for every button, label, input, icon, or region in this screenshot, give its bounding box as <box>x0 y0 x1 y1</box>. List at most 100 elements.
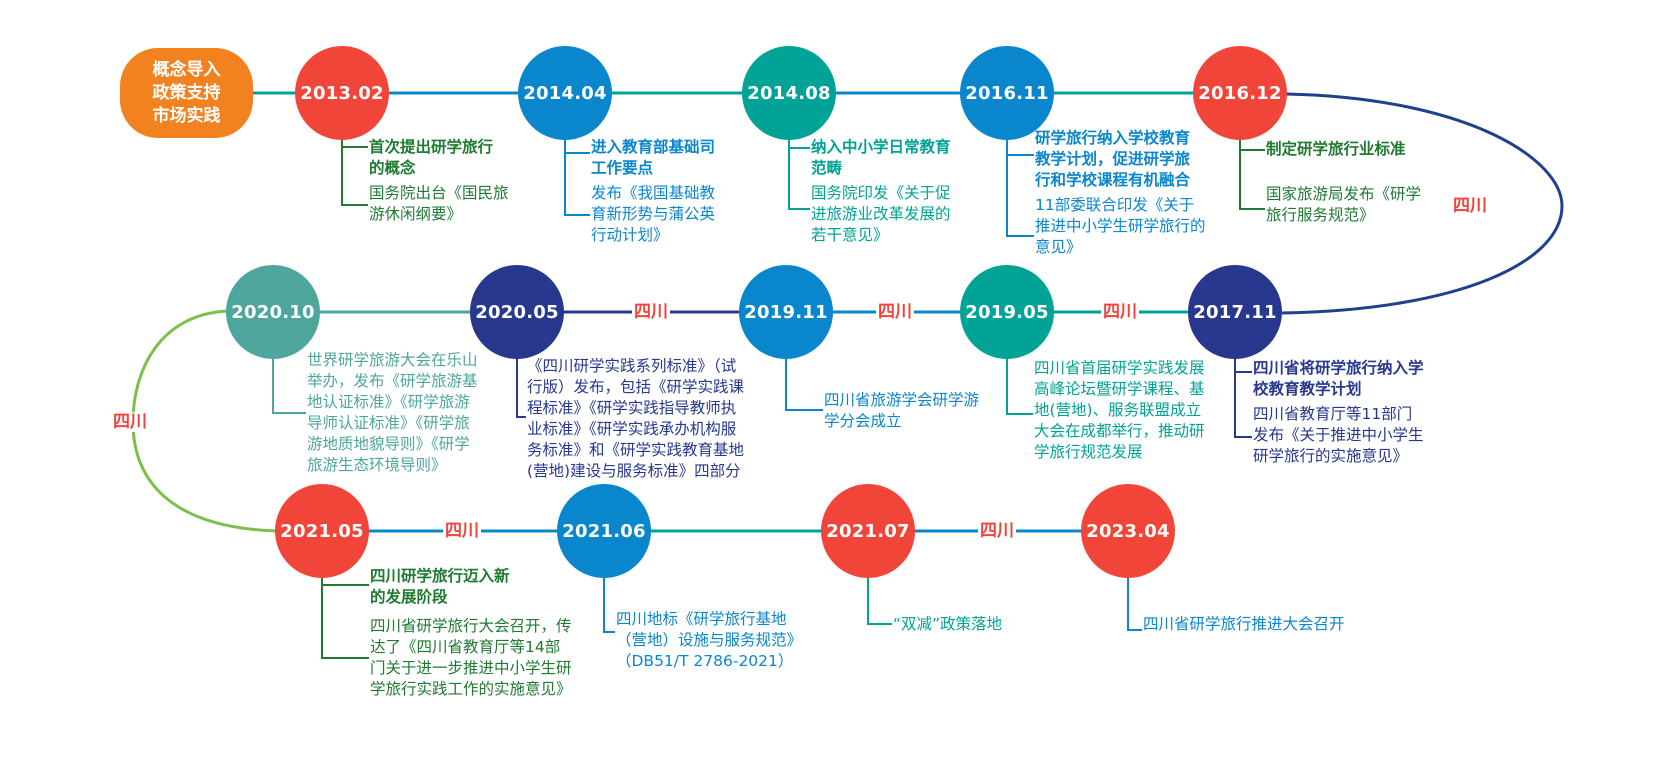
event-date-node: 2016.12 <box>1193 46 1287 140</box>
sichuan-label: 四川 <box>978 521 1016 541</box>
event-description: 游休闲纲要》 <box>369 205 463 223</box>
event-connector <box>1127 574 1129 630</box>
event-description: 四川地标《研学旅行基地 <box>616 610 787 628</box>
event-connector-tick <box>788 208 810 210</box>
event-date-node: 2016.11 <box>960 46 1054 140</box>
event-connector <box>1239 136 1241 209</box>
event-description: 11部委联合印发《关于 <box>1035 196 1195 214</box>
event-description: 国务院出台《国民旅 <box>369 184 509 202</box>
event-description: 程标准》《研学实践指导教师执 <box>527 399 737 417</box>
event-title: 范畴 <box>811 159 843 177</box>
event-connector-tick <box>341 146 368 148</box>
event-note: 四川地标《研学旅行基地 （营地）设施与服务规范》 （DB51/T 2786-2021… <box>616 609 802 672</box>
event-connector-tick <box>321 657 369 659</box>
event-description: 学旅行规范发展 <box>1034 443 1143 461</box>
event-date: 2016.12 <box>1198 82 1282 104</box>
event-connector <box>1006 136 1008 236</box>
event-note: 进入教育部基础司工作要点发布《我国基础教育新形势与蒲公英行动计划》 <box>591 137 715 246</box>
event-description: （营地）设施与服务规范》 <box>616 631 803 649</box>
event-connector-tick <box>1239 208 1265 210</box>
event-note: 四川省将研学旅行纳入学校教育教学计划四川省教育厅等11部门发布《关于推进中小学生… <box>1253 358 1424 467</box>
event-description: 地(营地)、服务联盟成立 <box>1034 401 1202 419</box>
sichuan-label: 四川 <box>1451 196 1489 216</box>
event-title: 制定研学旅行业标准 <box>1266 140 1406 158</box>
event-connector-tick <box>785 409 823 411</box>
event-date: 2021.06 <box>562 520 646 542</box>
event-description: 国家旅游局发布《研学 <box>1266 185 1422 203</box>
connector-arc-right <box>1281 92 1564 315</box>
event-date-node: 2019.05 <box>960 265 1054 359</box>
event-date-node: 2021.05 <box>275 484 369 578</box>
event-connector-tick <box>1234 371 1252 373</box>
event-description: 行动计划》 <box>591 226 669 244</box>
event-note: 世界研学旅游大会在乐山举办，发布《研学旅游基地认证标准》《研学旅游导师认证标准》… <box>307 350 478 476</box>
event-connector <box>1006 355 1008 414</box>
intro-line: 市场实践 <box>152 105 221 126</box>
event-description: 旅游生态环境导则》 <box>307 456 447 474</box>
event-connector <box>321 574 323 658</box>
event-description: 若干意见》 <box>811 226 889 244</box>
event-connector-tick <box>564 152 590 154</box>
event-date: 2021.07 <box>826 520 910 542</box>
event-title: 四川研学旅行迈入新 <box>370 567 510 585</box>
sichuan-label: 四川 <box>1101 302 1139 322</box>
event-note: 制定研学旅行业标准国家旅游局发布《研学旅行服务规范》 <box>1266 139 1421 226</box>
event-description: 大会在成都举行，推动研 <box>1034 422 1205 440</box>
event-description: 业标准》《研学实践承办机构服 <box>527 420 737 438</box>
event-connector <box>788 136 790 209</box>
event-connector-tick <box>516 416 526 418</box>
event-connector <box>1234 355 1236 437</box>
event-description: 世界研学旅游大会在乐山 <box>307 351 478 369</box>
event-title: 工作要点 <box>591 159 654 177</box>
event-connector-tick <box>1006 413 1033 415</box>
event-date: 2020.05 <box>475 301 559 323</box>
intro-line: 概念导入 <box>152 59 221 80</box>
event-date-node: 2019.11 <box>739 265 833 359</box>
event-connector-tick <box>564 214 590 216</box>
event-connector <box>516 355 518 417</box>
event-title: 纳入中小学日常教育 <box>811 138 951 156</box>
event-description: 务标准》和《研学实践教育基地 <box>527 441 745 459</box>
event-connector-tick <box>1239 149 1265 151</box>
event-title: 首次提出研学旅行 <box>369 138 494 156</box>
event-note: 首次提出研学旅行的概念国务院出台《国民旅游休闲纲要》 <box>369 137 509 225</box>
event-connector-tick <box>603 631 615 633</box>
event-title: 的发展阶段 <box>370 588 448 606</box>
event-date: 2014.08 <box>747 82 831 104</box>
event-description: 四川省研学旅行大会召开，传 <box>370 617 572 635</box>
event-date-node: 2023.04 <box>1081 484 1175 578</box>
event-description: 《四川研学实践系列标准》（试 <box>527 357 737 375</box>
event-date-node: 2021.06 <box>557 484 651 578</box>
event-description: 发布《我国基础教 <box>591 184 716 202</box>
event-connector <box>564 136 566 215</box>
event-description: 国务院印发《关于促 <box>811 184 951 202</box>
event-date-node: 2014.08 <box>742 46 836 140</box>
event-title: 校教育教学计划 <box>1253 380 1362 398</box>
event-description: 四川省研学旅行推进大会召开 <box>1143 615 1345 633</box>
event-description: 发布《关于推进中小学生 <box>1253 426 1424 444</box>
event-description: （DB51/T 2786-2021） <box>616 652 794 670</box>
event-title: 进入教育部基础司 <box>591 138 716 156</box>
event-note: 纳入中小学日常教育范畴国务院印发《关于促进旅游业改革发展的若干意见》 <box>811 137 951 246</box>
event-description: (营地)建设与服务标准》四部分 <box>527 462 741 480</box>
event-date: 2016.11 <box>965 82 1049 104</box>
event-description: 高峰论坛暨研学课程、基 <box>1034 380 1205 398</box>
event-date: 2019.11 <box>744 301 828 323</box>
event-connector <box>603 574 605 632</box>
event-note: “双减”政策落地 <box>893 614 1002 635</box>
event-connector-tick <box>1006 235 1034 237</box>
event-connector-tick <box>1006 154 1034 156</box>
sichuan-label: 四川 <box>632 302 670 322</box>
event-description: “双减”政策落地 <box>893 615 1003 633</box>
event-date-node: 2020.10 <box>226 265 320 359</box>
event-description: 导师认证标准》《研学旅 <box>307 414 470 432</box>
event-note: 四川省旅游学会研学游学分会成立 <box>824 390 979 432</box>
sichuan-label: 四川 <box>876 302 914 322</box>
event-description: 四川省旅游学会研学游 <box>824 391 980 409</box>
event-date-node: 2013.02 <box>295 46 389 140</box>
event-description: 研学旅行的实施意见》 <box>1253 447 1409 465</box>
event-date: 2020.10 <box>231 301 315 323</box>
event-date: 2014.04 <box>523 82 607 104</box>
sichuan-label: 四川 <box>111 412 149 432</box>
